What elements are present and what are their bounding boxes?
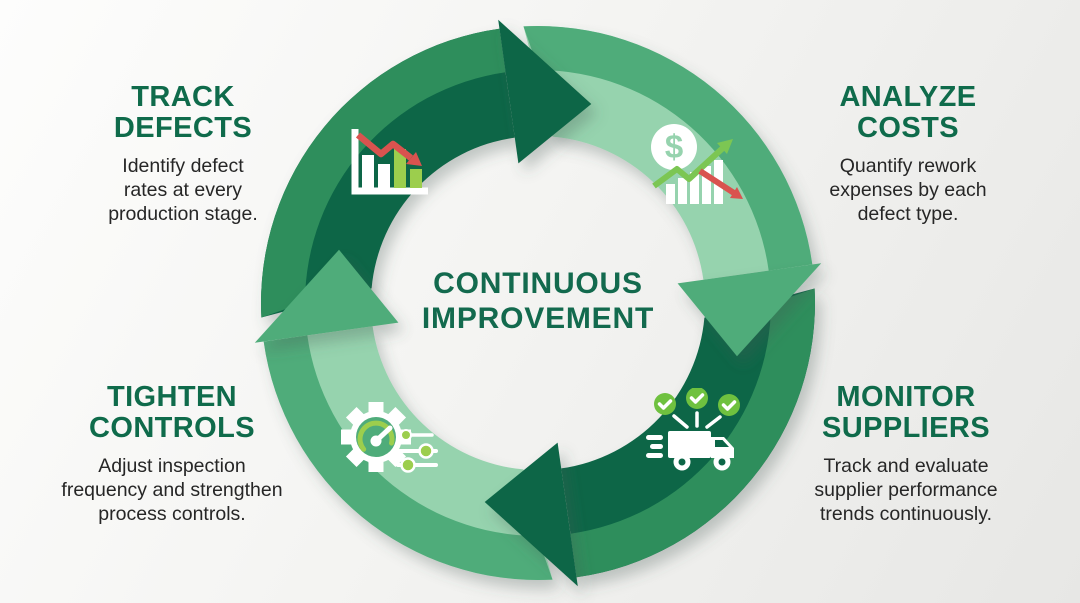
step-description: Track and evaluate supplier performance … [814,454,998,525]
cycle-arrowhead-3 [254,249,399,343]
step-track-defects: TRACK DEFECTS Identify defect rates at e… [58,81,308,226]
cycle-arrowhead-1 [677,263,822,357]
declining-bar-chart-icon [344,123,434,205]
dollar-cost-trend-icon: $ [646,122,758,208]
step-heading: TIGHTEN CONTROLS [89,381,255,445]
step-tighten-controls: TIGHTEN CONTROLS Adjust inspection frequ… [36,381,308,526]
supplier-truck-checks-icon [644,388,750,490]
cycle-arrowhead-2 [484,442,578,587]
step-description: Adjust inspection frequency and strength… [61,454,283,525]
center-title-line1: CONTINUOUS [433,267,643,300]
step-heading: ANALYZE COSTS [839,81,977,145]
gauge-gear-controls-icon [334,394,448,482]
step-heading: MONITOR SUPPLIERS [822,381,990,445]
step-heading: TRACK DEFECTS [113,81,253,145]
cycle-segment-3 [263,326,553,580]
step-analyze-costs: ANALYZE COSTS Quantify rework expenses b… [788,81,1028,226]
step-description: Identify defect rates at every productio… [108,154,258,225]
center-title-line2: IMPROVEMENT [421,301,655,335]
cycle-arrowhead-0 [498,19,592,164]
step-monitor-suppliers: MONITOR SUPPLIERS Track and evaluate sup… [786,381,1026,526]
svg-text:$: $ [665,128,683,165]
center-title: CONTINUOUS IMPROVEMENT [373,267,703,337]
step-description: Quantify rework expenses by each defect … [829,154,987,225]
